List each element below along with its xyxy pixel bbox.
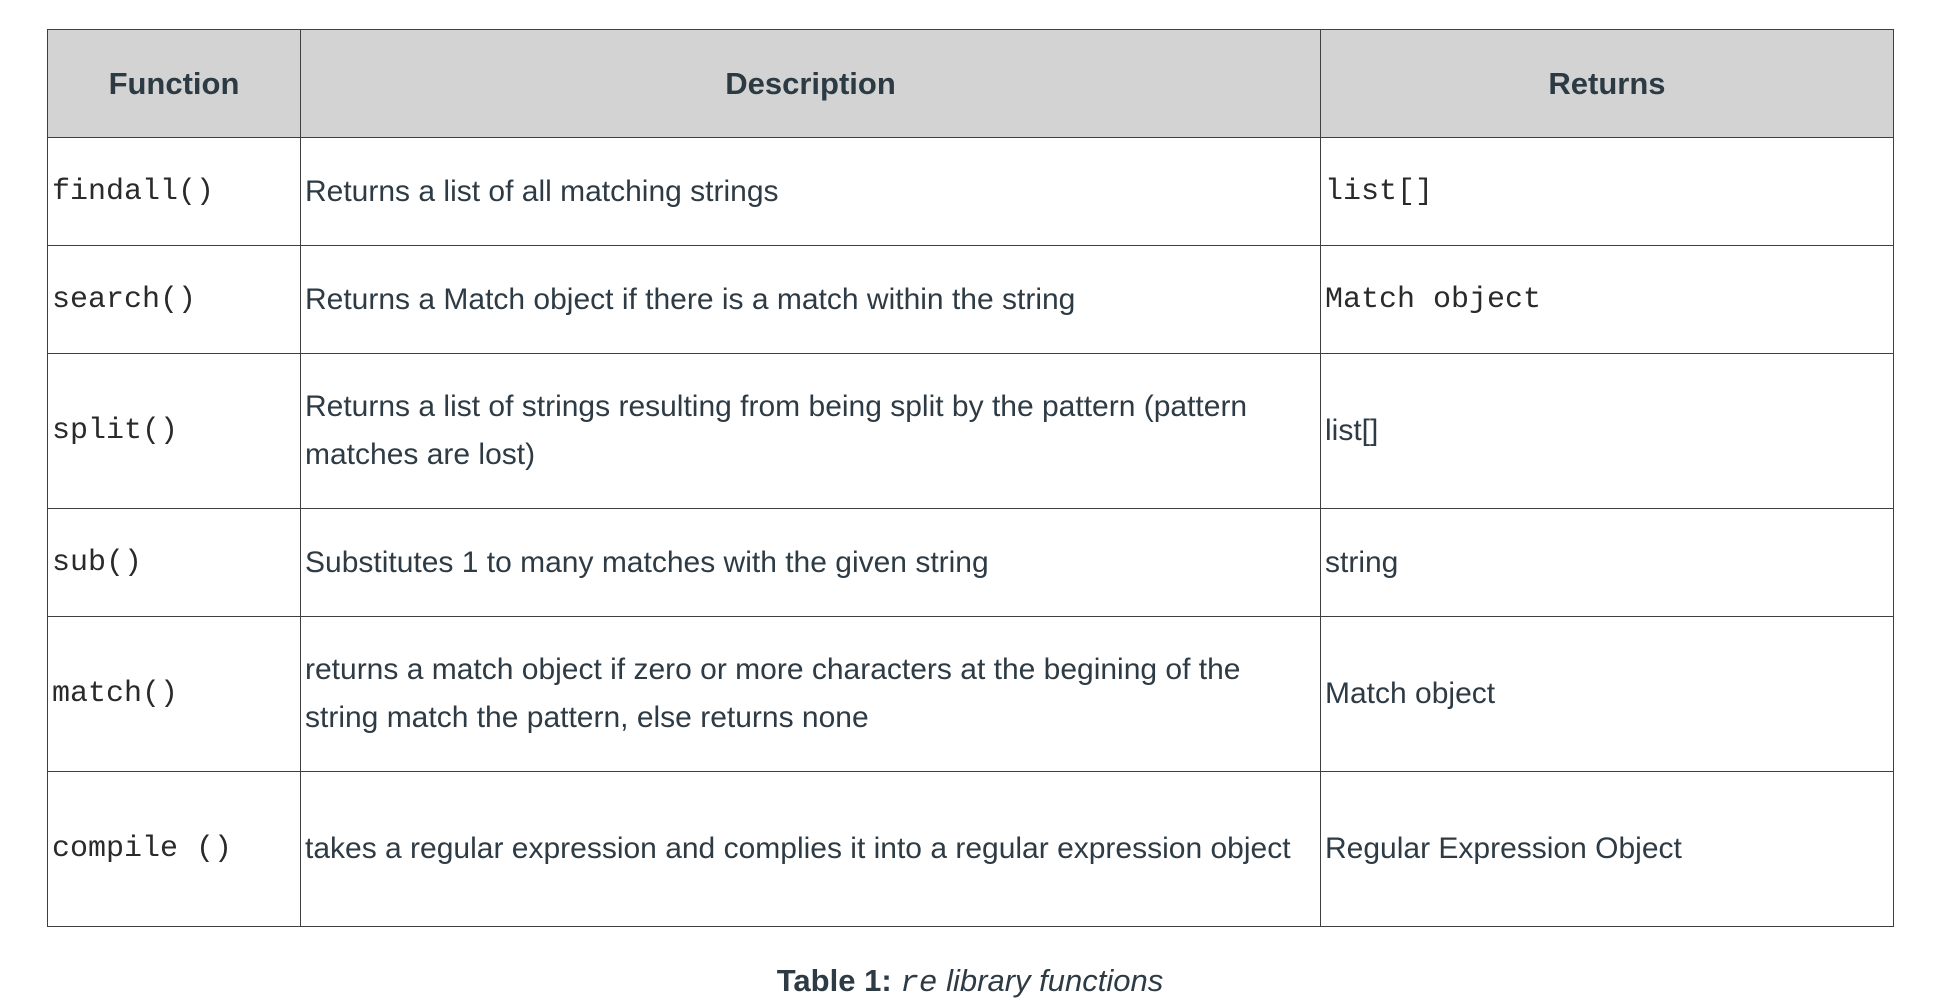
- function-cell: compile (): [47, 771, 301, 927]
- table-header-row: Function Description Returns: [47, 29, 1894, 138]
- function-cell: match(): [47, 616, 301, 772]
- returns-cell: string: [1320, 508, 1894, 617]
- table-row: match() returns a match object if zero o…: [47, 616, 1894, 772]
- table-row: sub() Substitutes 1 to many matches with…: [47, 508, 1894, 617]
- description-cell: Returns a Match object if there is a mat…: [300, 245, 1321, 354]
- function-cell: search(): [47, 245, 301, 354]
- function-cell: findall(): [47, 137, 301, 246]
- returns-cell: Match object: [1320, 245, 1894, 354]
- returns-cell: list[]: [1320, 353, 1894, 509]
- description-cell: Returns a list of all matching strings: [300, 137, 1321, 246]
- table-row: compile () takes a regular expression an…: [47, 771, 1894, 927]
- caption-text: library functions: [946, 963, 1164, 998]
- returns-cell: list[]: [1320, 137, 1894, 246]
- description-cell: returns a match object if zero or more c…: [300, 616, 1321, 772]
- returns-cell: Regular Expression Object: [1320, 771, 1894, 927]
- header-returns: Returns: [1320, 29, 1894, 138]
- table-row: findall() Returns a list of all matching…: [47, 137, 1894, 246]
- returns-cell: Match object: [1320, 616, 1894, 772]
- header-description: Description: [300, 29, 1321, 138]
- caption-label: Table 1:: [776, 963, 892, 998]
- description-cell: Substitutes 1 to many matches with the g…: [300, 508, 1321, 617]
- table-caption: Table 1: re library functions: [0, 963, 1940, 1001]
- function-cell: sub(): [47, 508, 301, 617]
- caption-module-name: re: [900, 966, 938, 1001]
- function-cell: split(): [47, 353, 301, 509]
- description-cell: Returns a list of strings resulting from…: [300, 353, 1321, 509]
- table-row: split() Returns a list of strings result…: [47, 353, 1894, 509]
- header-function: Function: [47, 29, 301, 138]
- table-row: search() Returns a Match object if there…: [47, 245, 1894, 354]
- description-cell: takes a regular expression and complies …: [300, 771, 1321, 927]
- re-functions-table: Function Description Returns findall() R…: [47, 29, 1894, 927]
